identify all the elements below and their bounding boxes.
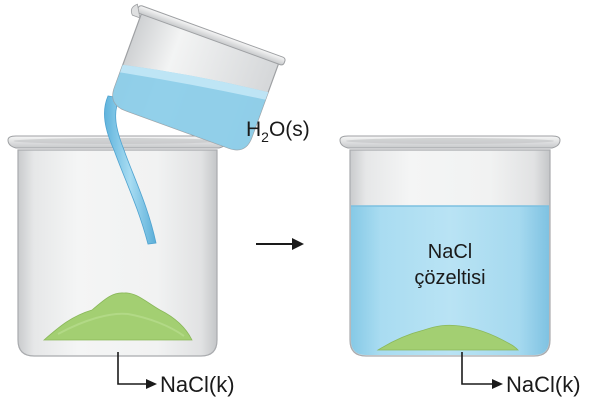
left-beaker [7, 135, 228, 357]
solution-label-line1: NaCl [428, 241, 472, 263]
pouring-beaker [104, 3, 286, 245]
solid-label-left: NaCl(k) [160, 372, 235, 397]
water-label-subscript: 2 [261, 129, 269, 145]
bent-arrow-icon [117, 352, 157, 389]
right-beaker: NaCl çözeltisi [339, 135, 561, 357]
right-salt-pile [376, 324, 519, 351]
solution-label-line2: çözeltisi [414, 267, 485, 289]
water-label-tail: O(s) [269, 118, 310, 141]
right-arrow-icon [256, 238, 304, 250]
solid-label-right: NaCl(k) [506, 372, 581, 397]
water-stream [104, 95, 157, 245]
water-label-main: H [246, 118, 261, 141]
bent-arrow-icon [461, 352, 503, 389]
right-solution [351, 206, 549, 355]
water-label: H2O(s) [246, 118, 310, 145]
left-salt-pile [42, 292, 193, 341]
left-beaker-body [17, 149, 218, 357]
